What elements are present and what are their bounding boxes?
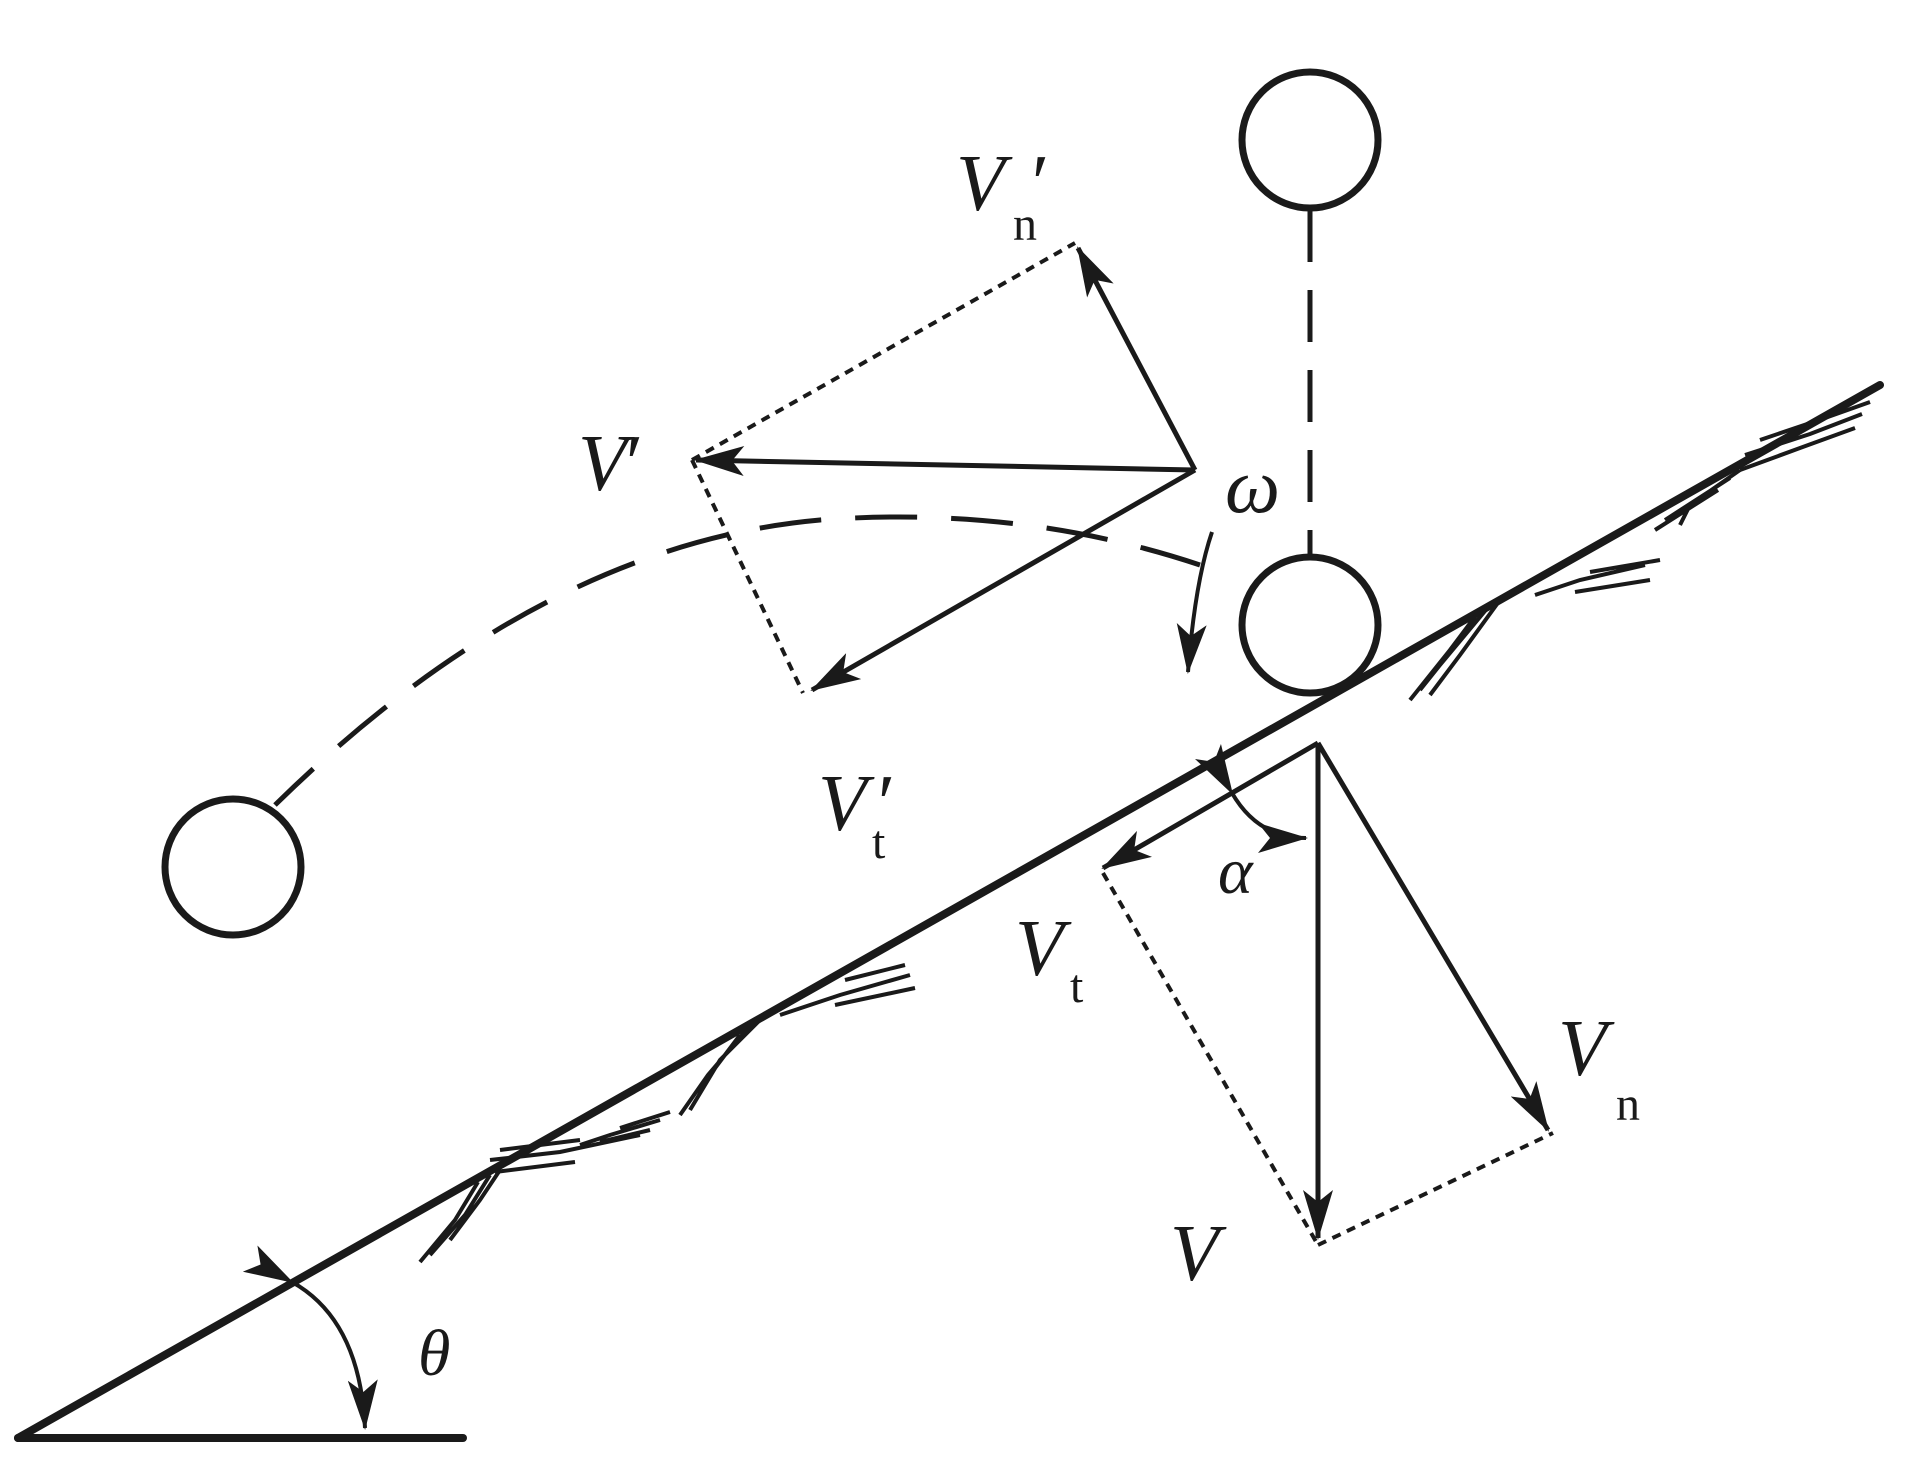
- vn-prime-mark: ′: [1027, 140, 1046, 228]
- vt-prime-subscript: t: [872, 816, 886, 869]
- vn-prime-arrow: [1075, 246, 1198, 472]
- labels: V′ n V′ V′ t ω α V t V n V θ: [418, 140, 1640, 1390]
- v-prime-arrow: [694, 445, 1196, 476]
- v-prime-mark: ′: [621, 420, 640, 508]
- alpha-arc: [1194, 743, 1308, 853]
- vt-prime-arrow: [810, 467, 1197, 693]
- rock-start: [1238, 68, 1382, 212]
- v-prime-label: V′: [578, 420, 640, 508]
- v-prime-to-vt-prime-dotted: [690, 459, 805, 694]
- vn-subscript: n: [1616, 1078, 1640, 1131]
- v-label: V: [1170, 1210, 1227, 1298]
- theta-arc: [242, 1245, 378, 1430]
- ground: [14, 381, 1884, 1442]
- vt-prime-main: V: [818, 760, 875, 848]
- slope-surface-line: [14, 381, 1884, 1442]
- rebound-velocity: [690, 241, 1214, 694]
- vt-prime-mark: ′: [873, 760, 892, 848]
- v-prime-main: V: [578, 420, 635, 508]
- vn-prime-subscript: n: [1013, 198, 1037, 251]
- vt-prime-label: V′: [818, 760, 892, 848]
- incoming-velocity: [1101, 740, 1554, 1247]
- v-prime-to-vn-prime-dotted: [691, 241, 1076, 462]
- theta-label: θ: [418, 1317, 450, 1390]
- rebound-trajectory: [273, 514, 1201, 807]
- rocks: [161, 68, 1382, 939]
- vn-label-main: V: [1558, 1005, 1615, 1093]
- rock-impact: [1238, 553, 1382, 697]
- vt-label-main: V: [1015, 905, 1072, 993]
- vn-prime-main: V: [956, 140, 1013, 228]
- omega-rotation-arc: [1176, 531, 1214, 674]
- v-to-vn-dotted: [1317, 1131, 1554, 1247]
- rock-rebound: [161, 795, 305, 939]
- vn-prime-label: V′: [956, 140, 1046, 228]
- vt-to-v-dotted: [1101, 871, 1320, 1247]
- vt-subscript: t: [1070, 960, 1084, 1013]
- alpha-label: α: [1218, 835, 1254, 908]
- trajectories: [273, 210, 1313, 807]
- slope-hatching: [418, 400, 1871, 1264]
- vn-arrow: [1315, 741, 1551, 1132]
- omega-label: ω: [1225, 442, 1280, 529]
